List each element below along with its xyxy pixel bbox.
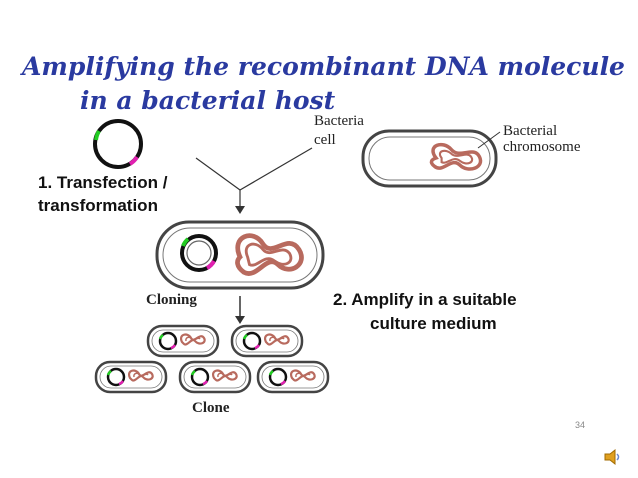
clone-cell (178, 360, 252, 394)
transformation-arrow (235, 206, 245, 214)
bacterial-chromosome-label-line2: chromosome (503, 139, 581, 155)
bacterial-chromosome-label-line1: Bacterial (503, 123, 558, 139)
cloning-arrow-head (235, 316, 245, 324)
clone-cells (94, 324, 330, 394)
clone-cell (230, 324, 304, 358)
step2-label-line2: culture medium (370, 314, 497, 333)
slide-title-line2: in a bacterial host (80, 86, 336, 115)
step1-label-line1: 1. Transfection / (38, 173, 168, 192)
speaker-icon[interactable] (603, 448, 623, 466)
clone-cell (256, 360, 330, 394)
chromosome-pointer-line (477, 131, 501, 149)
cloning-label: Cloning (146, 292, 197, 308)
step1-label-line2: transformation (38, 196, 158, 215)
page-number: 34 (575, 420, 586, 430)
clone-cell (146, 324, 220, 358)
bacterial-chromosome (429, 142, 483, 171)
transformation-lines (195, 147, 313, 208)
bacteria-cell-label-line2: cell (314, 132, 336, 148)
clone-cell (94, 360, 168, 394)
recombinant-plasmid (93, 119, 143, 169)
transformed-cell (155, 220, 325, 290)
slide-title-line1: Amplifying the recombinant DNA molecule (22, 52, 625, 81)
bacteria-cell-label-line1: Bacteria (314, 113, 364, 129)
clone-label: Clone (192, 400, 230, 416)
step2-label-line1: 2. Amplify in a suitable (333, 290, 517, 309)
bacteria-cell (361, 129, 498, 188)
